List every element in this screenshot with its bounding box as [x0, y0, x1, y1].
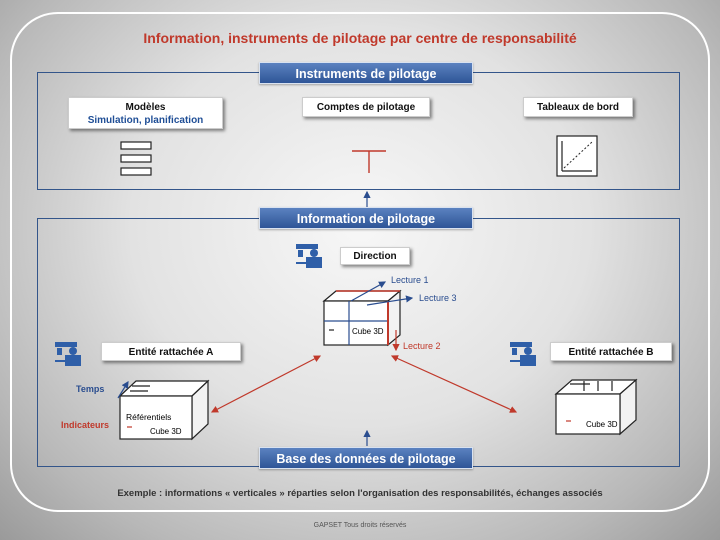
direction-manager-icon [296, 244, 322, 268]
direction-label: Direction [353, 251, 397, 262]
time-axis-label: Temps [76, 384, 105, 394]
dashboards-box: Tableaux de bord [523, 97, 633, 117]
page-title: Information, instruments de pilotage par… [143, 30, 577, 46]
center-cube-label: Cube 3D [352, 327, 384, 336]
cube-a-label: Cube 3D [150, 427, 182, 436]
indicators-axis-label: Indicateurs [61, 420, 110, 430]
information-banner: Information de pilotage [259, 207, 473, 229]
time-axis-arrow [117, 380, 129, 399]
outer-frame [10, 12, 710, 512]
cube-a [118, 379, 210, 441]
copyright: GAPSET Tous droits réservés [313, 522, 407, 529]
entity-b-box: Entité rattachée B [550, 342, 672, 361]
database-banner: Base des données de pilotage [259, 447, 473, 469]
cube-a-inner-label: Référentiels [126, 412, 172, 422]
stack-blocks-icon [120, 141, 152, 176]
models-title: Modèles [125, 102, 166, 113]
direction-box: Direction [340, 247, 410, 265]
cube-b [554, 378, 638, 436]
exchange-a-arrow [210, 355, 322, 413]
dashboards-title: Tableaux de bord [536, 102, 620, 113]
entity-a-box: Entité rattachée A [101, 342, 241, 361]
entity-a-label: Entité rattachée A [128, 347, 214, 358]
exchange-b-arrow [390, 355, 518, 413]
t-account-icon [352, 150, 386, 173]
lecture2-label: Lecture 2 [403, 341, 441, 351]
center-cube [322, 289, 402, 347]
caption: Exemple : informations « verticales » ré… [117, 488, 603, 499]
models-box: Modèles Simulation, planification [68, 97, 223, 129]
instruments-banner: Instruments de pilotage [259, 62, 473, 84]
accounts-box: Comptes de pilotage [302, 97, 430, 117]
cube-b-label: Cube 3D [586, 420, 618, 429]
entity-a-manager-icon [55, 342, 81, 366]
lecture3-label: Lecture 3 [419, 293, 457, 303]
lecture1-label: Lecture 1 [391, 275, 429, 285]
lecture1-arrow [350, 281, 387, 302]
models-subtitle: Simulation, planification [87, 115, 204, 126]
accounts-title: Comptes de pilotage [316, 102, 416, 113]
dashboard-chart-icon [556, 135, 598, 177]
entity-b-manager-icon [510, 342, 536, 366]
entity-b-label: Entité rattachée B [568, 347, 654, 358]
lecture3-arrow [366, 295, 414, 306]
